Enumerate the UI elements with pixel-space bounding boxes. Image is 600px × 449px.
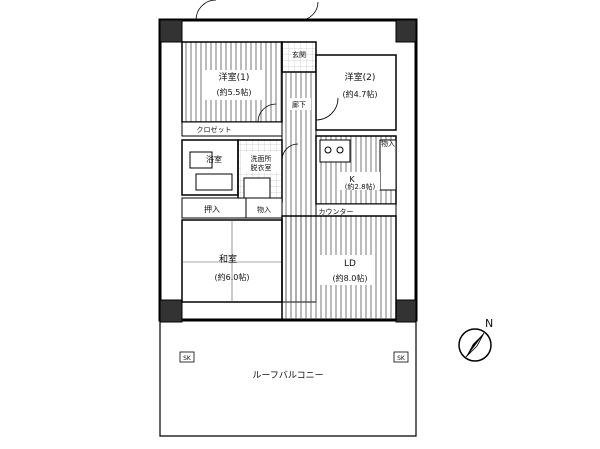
closet-label: クロゼット [197,125,232,134]
entrance-label: 玄関 [292,50,306,59]
room-western-1-name: 洋室(1) [219,71,250,83]
kitchen: K (約2.8帖) 物入 [315,135,397,205]
oshiire: 押入 [181,197,247,219]
room-ld-name: LD [344,259,356,269]
counter: カウンター [315,203,397,217]
room-japanese-size: (約6.0帖) [215,272,250,282]
sk-left-label: SK [183,355,192,362]
washroom-label: 洗面所 [251,154,272,163]
washroom-sub: 脱衣室 [251,163,272,172]
kitchen-name: K [349,175,355,184]
balcony-label: ルーフバルコニー [252,370,323,381]
room-western-1-size: (約5.5帖) [217,87,252,97]
room-western-2: 洋室(2) (約4.7帖) [315,54,397,131]
bathroom: 浴室 [181,139,239,196]
roof-balcony: ルーフバルコニー SK SK [159,319,417,437]
closet: クロゼット [181,121,283,137]
room-japanese: 和室 (約6.0帖) [181,219,283,303]
room-ld: LD (約8.0帖) [281,215,397,321]
counter-label: カウンター [319,207,354,216]
room-western-2-name: 洋室(2) [345,71,376,83]
door-swings [195,0,339,161]
kitchen-size: (約2.8帖) [345,182,376,191]
room-western-2-size: (約4.7帖) [343,89,378,99]
oshiire-label: 押入 [204,204,220,214]
bathroom-label: 浴室 [206,154,222,164]
north-compass: N [458,317,493,362]
room-western-1: 洋室(1) (約5.5帖) [181,41,283,123]
room-japanese-name: 和室 [219,253,237,265]
storage-1-label: 物入 [257,205,271,214]
washroom: 洗面所 脱衣室 [237,139,283,203]
entrance: 玄関 [281,41,317,73]
room-ld-size: (約8.0帖) [333,273,368,283]
storage-2-label: 物入 [381,139,395,148]
sk-right-label: SK [397,355,406,362]
hallway-label: 廊下 [292,100,306,109]
storage-1: 物入 [245,197,283,219]
compass-label: N [485,317,493,330]
